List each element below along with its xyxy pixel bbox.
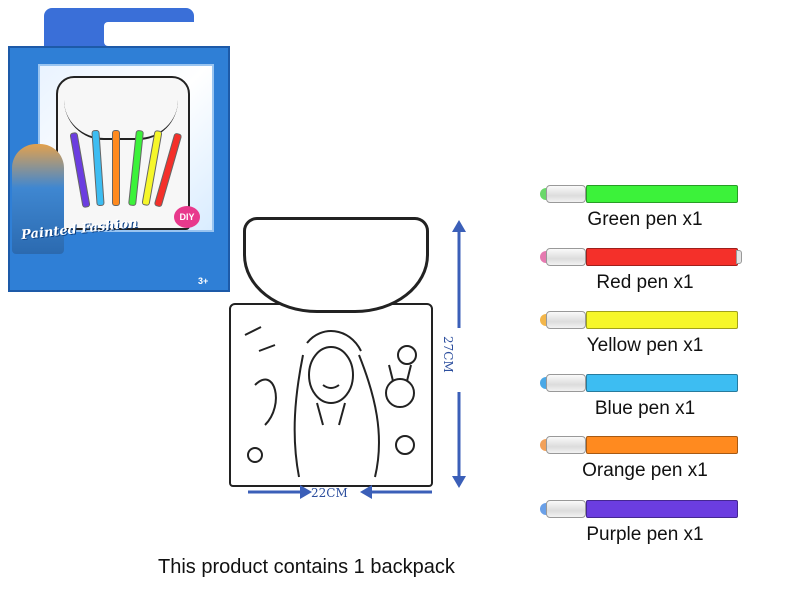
pen-endcap: [736, 250, 742, 264]
pen-red: [540, 247, 742, 267]
girl-hair-top: [306, 330, 362, 352]
coloring-backpack: [225, 215, 440, 495]
pen-barrel: [586, 185, 738, 203]
width-dimension-label: 22CM: [311, 486, 348, 500]
pen-label: Purple pen x1: [586, 524, 704, 545]
pen-cap: [546, 374, 586, 392]
height-arrow-bottom-head: [452, 476, 466, 488]
pen-label: Green pen x1: [587, 209, 703, 230]
pen-cap: [546, 185, 586, 203]
backpack-flap: [243, 217, 429, 313]
width-arrow-left-head: [300, 485, 312, 499]
height-dimension-label: 27CM: [441, 336, 455, 373]
pen-orange: [540, 435, 742, 455]
pen-cap: [546, 311, 586, 329]
height-arrow-top-head: [452, 220, 466, 232]
balloon: [397, 345, 417, 365]
feather: [254, 378, 277, 426]
pen-barrel: [586, 248, 738, 266]
package-pen-orange: [112, 130, 120, 206]
pen-cap: [546, 500, 586, 518]
bunny-ears: [388, 364, 412, 382]
package-body: Painted Fashion DIY 3+: [8, 46, 230, 292]
sun-flower: [395, 435, 415, 455]
pen-label: Yellow pen x1: [586, 335, 704, 356]
pen-purple: [540, 499, 742, 519]
pen-yellow: [540, 310, 742, 330]
pen-blue: [540, 373, 742, 393]
pen-item-green: Green pen x1: [540, 184, 750, 231]
pen-barrel: [586, 500, 738, 518]
pen-barrel: [586, 436, 738, 454]
pen-cap: [546, 248, 586, 266]
package-handle: [44, 8, 204, 52]
girl-hair-left: [293, 354, 304, 478]
pen-barrel: [586, 311, 738, 329]
product-caption: This product contains 1 backpack: [158, 556, 455, 578]
pen-item-blue: Blue pen x1: [540, 373, 750, 420]
pen-item-purple: Purple pen x1: [540, 499, 750, 546]
squiggles: [244, 326, 276, 352]
diy-badge: DIY: [174, 206, 200, 228]
girl-smile: [322, 384, 340, 389]
pen-item-yellow: Yellow pen x1: [540, 310, 750, 357]
bunny-head: [385, 378, 415, 408]
package-handle-hole: [104, 22, 204, 46]
package-window: [38, 64, 214, 232]
package-backpack-flap: [64, 82, 178, 140]
package-kids-photo: [12, 144, 64, 254]
pen-item-red: Red pen x1: [540, 247, 750, 294]
pen-barrel: [586, 374, 738, 392]
pen-label: Red pen x1: [596, 272, 694, 293]
age-badge: 3+: [198, 276, 209, 286]
pen-label: Blue pen x1: [594, 398, 696, 419]
girl-hands: [316, 402, 346, 426]
width-arrow-right-head: [360, 485, 372, 499]
pen-label: Orange pen x1: [582, 460, 708, 481]
flower: [247, 447, 263, 463]
pen-cap: [546, 436, 586, 454]
pen-item-orange: Orange pen x1: [540, 435, 750, 482]
backpack-body: [229, 303, 433, 487]
girl-hair-right: [358, 354, 380, 478]
girl-face: [308, 346, 354, 404]
pen-green: [540, 184, 742, 204]
product-package-image: Painted Fashion DIY 3+: [8, 8, 230, 292]
